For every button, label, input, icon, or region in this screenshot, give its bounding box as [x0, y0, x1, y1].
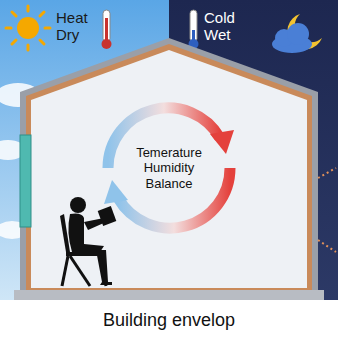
sun-icon [6, 6, 50, 50]
arrow-head [104, 180, 128, 204]
house-insulation [26, 44, 312, 290]
window [20, 135, 31, 227]
cycle-center: Temerature Humidity Balance [127, 145, 211, 192]
cold-thermometer [189, 10, 199, 49]
caption: Building envelop [0, 311, 338, 331]
house-outer-wall [20, 38, 318, 292]
condition-label: Heat Dry [56, 10, 98, 43]
cycle-text: Temerature Humidity Balance [127, 145, 211, 192]
hot-thermometer [102, 10, 112, 49]
detail-leader-lines [318, 168, 336, 252]
arrow-head [210, 130, 234, 154]
balance-cycle-arrows [108, 108, 230, 228]
foundation-slab [14, 290, 324, 300]
moon-cloud-icon [272, 14, 322, 53]
house-interior [31, 50, 307, 288]
reading-person [60, 197, 116, 286]
condition-label: Cold Wet [204, 10, 248, 43]
